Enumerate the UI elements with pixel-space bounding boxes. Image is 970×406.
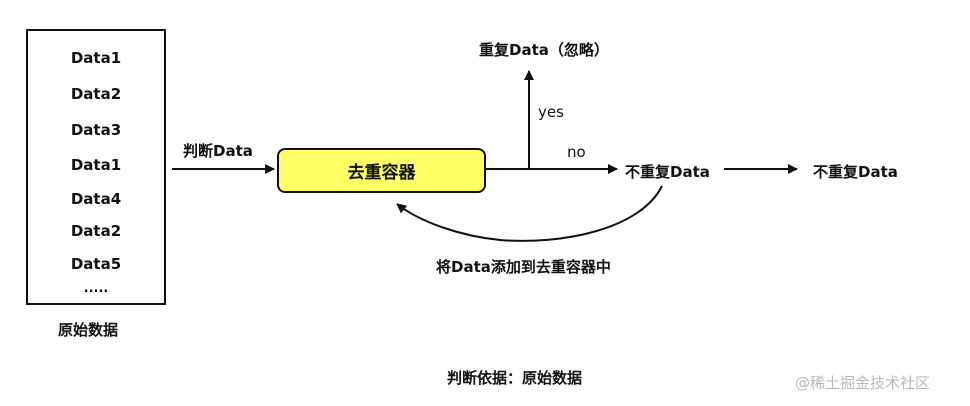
- source-item: Data4: [70, 190, 122, 208]
- source-caption: 原始数据: [58, 321, 119, 339]
- source-data-box: Data1 Data2 Data3 Data1 Data4 Data2 Data…: [26, 29, 166, 305]
- source-item: Data1: [70, 49, 122, 67]
- source-item: Data5: [70, 255, 122, 273]
- source-item: Data2: [70, 85, 122, 103]
- watermark: @稀土掘金技术社区: [795, 374, 931, 392]
- check-label: 判断Data: [183, 142, 253, 160]
- source-item: Data1: [70, 156, 122, 174]
- dedup-container-node: 去重容器: [277, 148, 486, 193]
- dedup-container-label: 去重容器: [347, 163, 416, 183]
- source-item-ellipsis: .....: [83, 281, 109, 296]
- arrow-add-back-curve: [396, 185, 663, 242]
- add-back-label: 将Data添加到去重容器中: [436, 258, 611, 276]
- basis-caption: 判断依据：原始数据: [447, 369, 583, 387]
- source-item: Data3: [70, 121, 122, 139]
- yes-label: yes: [538, 103, 564, 121]
- no-label: no: [567, 143, 586, 161]
- duplicate-node: 重复Data（忽略）: [479, 41, 609, 59]
- unique-node: 不重复Data: [625, 163, 710, 181]
- unique-output-node: 不重复Data: [813, 163, 898, 181]
- source-item: Data2: [70, 222, 122, 240]
